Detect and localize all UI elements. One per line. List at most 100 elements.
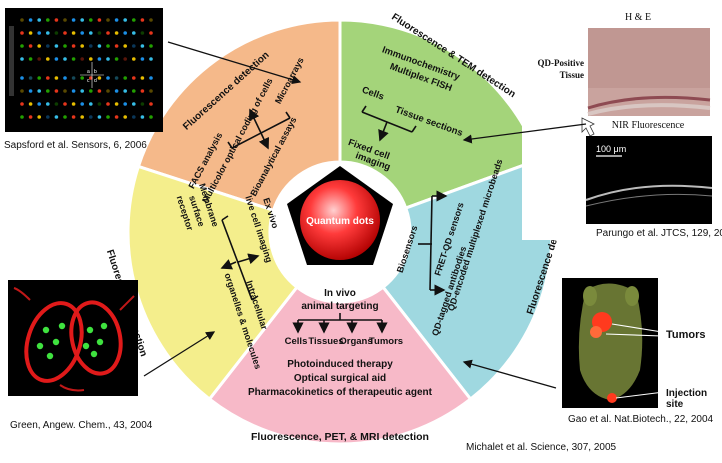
microarray-spot [97, 57, 102, 61]
microarray-spot [20, 115, 24, 119]
microarray-spot [20, 57, 24, 61]
microarray-spot [140, 102, 145, 106]
microarray-spot [89, 31, 93, 35]
microarray-spot [106, 115, 110, 119]
green-connectors [361, 105, 417, 142]
microarray-spot [37, 57, 41, 61]
microarray-spot [71, 44, 76, 48]
microarray-image: a b c d [5, 8, 163, 132]
microarray-spot [37, 44, 41, 48]
microarray-spot [80, 115, 84, 119]
microarray-spot [28, 102, 33, 106]
microarray-spot [132, 115, 136, 119]
microarray-spot [89, 57, 93, 61]
microarray-spot [71, 89, 76, 93]
mouse-caption: Gao et al. Nat.Biotech., 22, 2004 [568, 414, 714, 425]
cell-green-spot [100, 322, 108, 330]
microarray-spot [63, 18, 67, 22]
cells-caption: Green, Angew. Chem., 43, 2004 [10, 420, 153, 431]
microarray-arrow [167, 41, 302, 85]
microarray-spot [132, 57, 136, 61]
microarray-spot [80, 44, 84, 48]
segment-pink [207, 285, 473, 446]
mouse-arrow [462, 359, 557, 389]
microarray-spot [54, 31, 59, 35]
microarray-spot [149, 44, 153, 48]
tissue-image: H & E QD-Positive Tissue NIR Fluorescenc… [522, 4, 718, 240]
center-label: Quantum dots [306, 216, 374, 227]
microarray-spot [80, 57, 84, 61]
microarray-spot [114, 31, 119, 35]
microarray-spot [132, 31, 136, 35]
segment-yellow [126, 164, 300, 402]
microarray-spot [80, 89, 84, 93]
microarray-spot [28, 18, 33, 22]
microarray-spot [63, 44, 67, 48]
microarray-spot [140, 89, 145, 93]
micro-label-a: a [87, 69, 90, 75]
pink-target-tumors: Tumors [369, 336, 403, 347]
microarray-spot [28, 89, 33, 93]
microarray-spot [46, 57, 50, 61]
microarray-spot [140, 76, 145, 80]
cells-arrow [143, 331, 216, 377]
microarray-spot [140, 115, 145, 119]
pink-bottom-2: Optical surgical aid [294, 373, 386, 384]
pink-bottom-3: Pharmacokinetics of therapeutic agent [248, 387, 433, 398]
tumor-pointer-2 [605, 333, 663, 337]
pink-title-1: In vivo [324, 288, 356, 299]
tissue-caption: Parungo et al. JTCS, 129, 2005 [596, 228, 722, 239]
microarray-spot [132, 18, 136, 22]
microarray-spot [149, 102, 153, 106]
microarray-spot [123, 57, 127, 61]
microarray-spot [106, 102, 110, 106]
microarray-spot [20, 18, 24, 22]
tissue-arrow [462, 123, 587, 144]
microarray-spot [37, 102, 41, 106]
microarray-spot [149, 57, 153, 61]
microarray-spot [37, 115, 41, 119]
tissue-subtitle: NIR Fluorescence [612, 120, 685, 131]
microarray-spot [54, 76, 59, 80]
cell-green-spot [58, 322, 66, 330]
microarray-spot [123, 31, 127, 35]
microarray-spot [28, 57, 33, 61]
injection-pointer [615, 391, 665, 399]
pink-title-2: animal targeting [301, 301, 378, 312]
microarray-spot [37, 89, 41, 93]
yellow-connectors [220, 215, 260, 301]
microarray-spot [149, 115, 153, 119]
microarray-spot [28, 44, 33, 48]
microarray-spot [63, 57, 67, 61]
microarray-spot [97, 115, 102, 119]
micro-label-c: c [87, 78, 90, 84]
microarray-spot [114, 18, 119, 22]
microarray-spot [71, 115, 76, 119]
microarray-spot [54, 102, 59, 106]
microarray-spot [132, 89, 136, 93]
segment-orange [136, 18, 342, 213]
microarray-spot [80, 31, 84, 35]
microarray-spot [114, 102, 119, 106]
microarray-spot [46, 31, 50, 35]
microarray-spot [106, 18, 110, 22]
microarray-spot [80, 102, 84, 106]
microarray-spot [80, 18, 84, 22]
microarray-spot [71, 18, 76, 22]
mouse-tumors-label: Tumors [666, 329, 706, 341]
microarray-spot [106, 44, 110, 48]
microarray-spot [123, 44, 127, 48]
microarray-spot [20, 89, 24, 93]
microarray-spot [123, 115, 127, 119]
pink-connectors [292, 313, 388, 334]
microarray-spot [89, 44, 93, 48]
microarray-spot [114, 57, 119, 61]
footer-citation: Michalet et al. Science, 307, 2005 [466, 442, 617, 453]
microarray-spot [54, 18, 59, 22]
microarray-spot [132, 44, 136, 48]
tissue-label-1: QD-Positive [538, 58, 585, 68]
microarray-spot [114, 89, 119, 93]
microarray-spot [97, 44, 102, 48]
microarray-spot [140, 18, 145, 22]
